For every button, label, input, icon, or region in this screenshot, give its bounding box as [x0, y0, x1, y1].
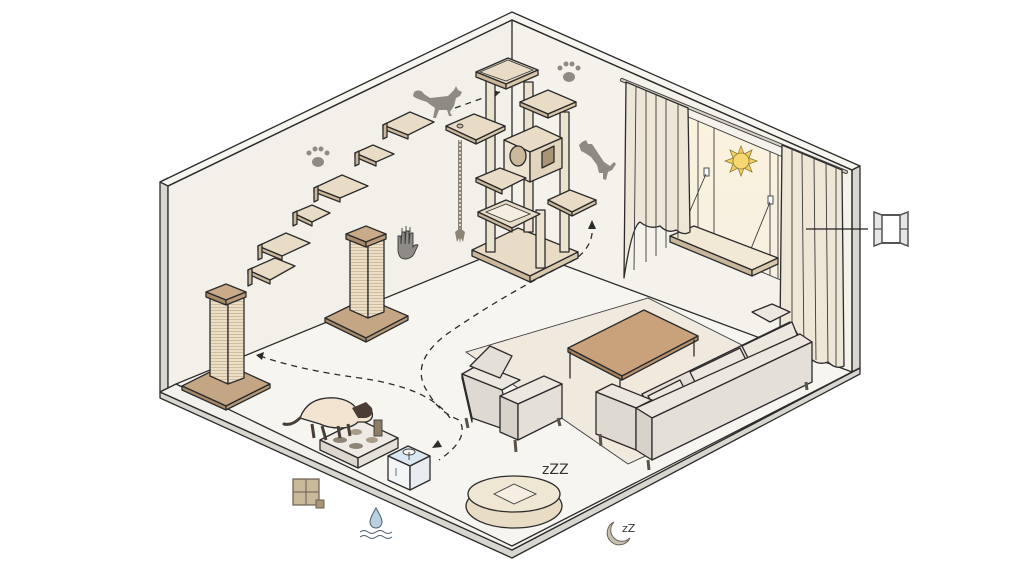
walking-cat-icon [413, 86, 462, 118]
puzzle-feeder [319, 419, 399, 469]
scratching-post-right [324, 225, 409, 343]
water-fountain [387, 445, 431, 491]
wall-shelf [354, 144, 395, 167]
wall-shelf [247, 257, 296, 287]
left-wall-edge [159, 177, 169, 393]
armchair [461, 345, 563, 453]
cat-tree [445, 57, 597, 283]
sleep-label-bed: zZZ [542, 462, 569, 478]
paw-icon [557, 61, 581, 82]
arrowhead [432, 440, 442, 448]
svg-text:zZ: zZ [622, 522, 636, 535]
path-arrow-post [259, 355, 451, 419]
cat-bed [465, 475, 563, 529]
wall-shelf [382, 111, 435, 140]
wall-shelf [257, 232, 311, 261]
arrowhead [256, 352, 264, 360]
sofa [595, 303, 813, 471]
puzzle-icon [292, 478, 325, 509]
wall-shelf [292, 204, 331, 227]
right-wall-edge [851, 165, 861, 373]
siamese-cat [282, 397, 374, 441]
arrowhead [588, 220, 596, 229]
water-drop-icon [359, 507, 393, 539]
wall-shelf [313, 174, 369, 203]
window-area [620, 78, 868, 368]
back-left-wall [168, 20, 512, 388]
jumping-cat-icon [579, 140, 616, 180]
path-arrow-tree [420, 221, 594, 461]
wall-shelf-steps [247, 111, 435, 287]
sun-icon [723, 144, 759, 178]
coffee-table [567, 309, 699, 395]
scratching-post-left [181, 283, 271, 411]
curtain-left [623, 81, 691, 279]
moon-sleep-icon: zZ [606, 521, 636, 546]
window-hammock [669, 167, 779, 277]
window-icon [873, 210, 909, 248]
paw-icon [306, 146, 330, 167]
claw-hand-icon [397, 226, 419, 260]
sisal-rope [455, 140, 465, 243]
